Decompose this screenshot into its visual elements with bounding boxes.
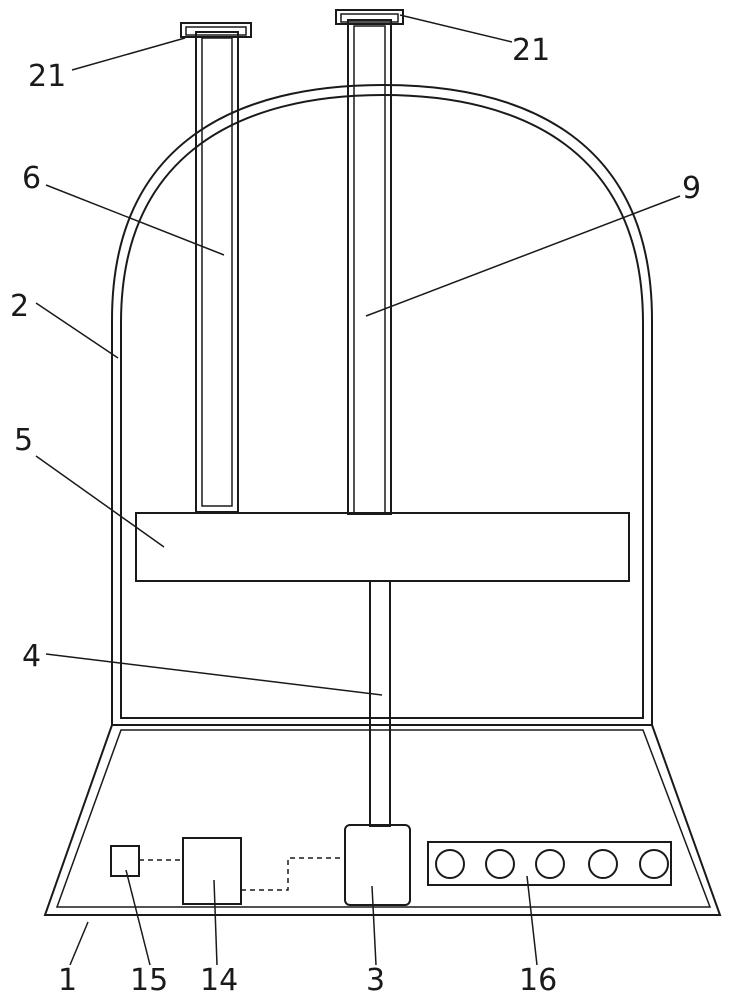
label-6: 6 [22,161,41,196]
label-14: 14 [200,963,238,998]
panel-button [639,849,669,879]
right-guide-rod [347,19,392,515]
button-panel [427,841,672,886]
right-rod-cap [335,9,404,25]
panel-button [435,849,465,879]
leader-lines [35,14,681,966]
label-21-right: 21 [512,33,550,68]
base [43,724,722,916]
sensor-box [110,845,140,877]
label-3: 3 [366,963,385,998]
motor-box [344,824,411,906]
label-1: 1 [58,963,77,998]
panel-button [485,849,515,879]
controller-box [182,837,242,905]
drive-shaft [369,580,391,827]
housing [111,83,653,725]
panel-button [535,849,565,879]
label-4: 4 [22,639,41,674]
left-rod-cap [180,22,252,38]
label-9: 9 [682,171,701,206]
left-guide-rod [195,31,239,513]
label-21-left: 21 [28,59,66,94]
lifting-plate [135,512,630,582]
label-15: 15 [130,963,168,998]
controller-motor-wire [241,857,345,891]
label-16: 16 [519,963,557,998]
label-2: 2 [10,289,29,324]
label-5: 5 [14,423,33,458]
panel-button [588,849,618,879]
